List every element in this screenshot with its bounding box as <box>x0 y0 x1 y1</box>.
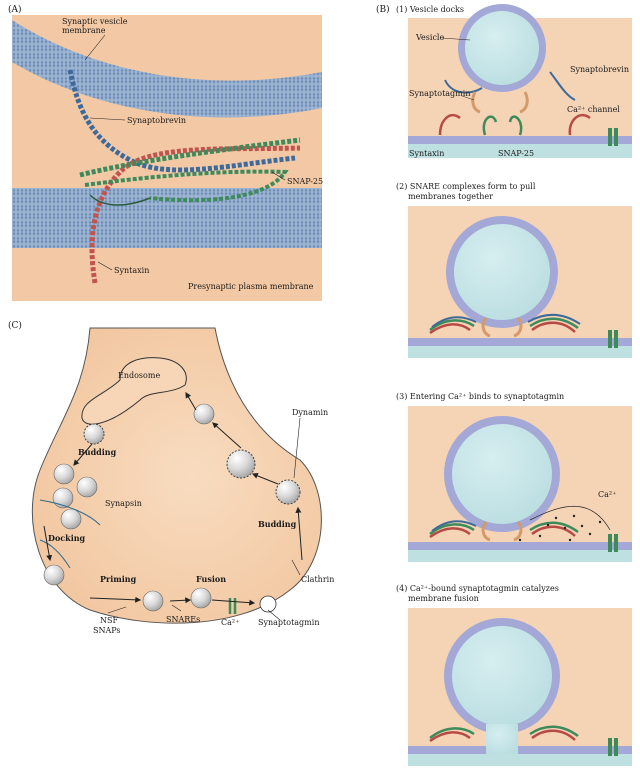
step-3-title: (3) Entering Ca²⁺ binds to synaptotagmin <box>396 392 564 401</box>
label-fusion: Fusion <box>196 574 226 584</box>
step-3-vesicle-lumen <box>452 424 552 524</box>
step-3-plasma-membrane <box>408 542 632 550</box>
step-4-fusion-pore <box>486 724 518 754</box>
label-synaptic-vesicle-membrane-line1: Synaptic vesicle <box>62 17 128 26</box>
panel-b-step-2: (2) SNARE complexes form to pull membran… <box>396 182 632 358</box>
step-1-plasma-membrane <box>408 136 632 144</box>
label-synapsin: Synapsin <box>105 499 142 508</box>
label-synaptobrevin-b: Synaptobrevin <box>570 65 629 74</box>
label-synaptotagmin-b: Synaptotagmin <box>409 89 470 98</box>
panel-b-step-1: (1) Vesicle docks Vesicle Synaptobrevin … <box>396 4 632 158</box>
panel-c-letter: (C) <box>8 320 22 331</box>
label-snap25-b: SNAP-25 <box>498 149 534 158</box>
synapsin-filaments <box>39 499 101 569</box>
panel-b-step-4: (4) Ca²⁺-bound synaptotagmin catalyzes m… <box>396 584 632 766</box>
label-clathrin: Clathrin <box>301 575 334 584</box>
panel-b-letter: (B) <box>376 4 390 15</box>
label-priming: Priming <box>100 574 137 584</box>
label-snap25-a: SNAP-25 <box>287 177 323 186</box>
label-ca-channel: Ca²⁺ channel <box>567 105 620 114</box>
endosome <box>81 357 187 425</box>
step-4-title-line1: (4) Ca²⁺-bound synaptotagmin catalyzes <box>396 584 559 593</box>
panel-a: (A) Synaptic vesicle membrane Synaptobre… <box>8 4 323 301</box>
arrow-to-endosome <box>185 391 197 411</box>
step-4-vesicle-lumen <box>452 626 552 726</box>
panel-b-step-3: (3) Entering Ca²⁺ binds to synaptotagmin… <box>396 392 632 562</box>
fused-vesicle <box>259 595 277 613</box>
label-nsf: NSF <box>100 616 118 625</box>
label-endosome: Endosome <box>118 371 160 380</box>
panel-c: (C) Endosome Dynamin Bu <box>8 320 334 635</box>
step-1-title: (1) Vesicle docks <box>396 5 464 14</box>
label-syntaxin-b: Syntaxin <box>409 149 444 158</box>
step-1-ca-channel <box>608 128 612 146</box>
label-dynamin: Dynamin <box>292 408 328 417</box>
label-synaptobrevin-a: Synaptobrevin <box>127 116 186 125</box>
label-synaptotagmin-c: Synaptotagmin <box>258 618 319 627</box>
snap25-helix-2 <box>84 169 289 203</box>
step-2-title-line2: membranes together <box>408 192 493 201</box>
step-2-title-line1: (2) SNARE complexes form to pull <box>396 182 536 191</box>
label-syntaxin-a: Syntaxin <box>114 266 149 275</box>
label-budding-right: Budding <box>258 519 297 529</box>
label-budding-top: Budding <box>78 447 117 457</box>
label-synaptic-vesicle-membrane-line2: membrane <box>62 26 106 35</box>
label-snaps: SNAPs <box>93 626 121 635</box>
label-ca-b: Ca²⁺ <box>598 490 616 499</box>
label-ca-c: Ca²⁺ <box>221 618 239 627</box>
snap25-helix-1 <box>79 137 301 178</box>
presynaptic-plasma-membrane <box>12 188 322 248</box>
panel-b: (B) (1) Vesicle docks Vesicle Synaptobre… <box>376 4 632 766</box>
vesicle-membrane <box>12 20 322 118</box>
step-2-plasma-membrane <box>408 338 632 346</box>
label-vesicle: Vesicle <box>415 33 444 42</box>
step-1-vesicle-lumen <box>465 11 539 85</box>
panel-a-letter: (A) <box>8 4 22 15</box>
label-docking: Docking <box>48 533 86 543</box>
step-4-title-line2: membrane fusion <box>408 594 479 603</box>
step-2-vesicle-lumen <box>454 224 550 320</box>
snap25-linker <box>89 194 151 206</box>
label-presynaptic-plasma-membrane: Presynaptic plasma membrane <box>188 282 314 291</box>
label-snares: SNAREs <box>166 615 200 624</box>
step-4-plasma-membrane <box>408 746 632 754</box>
